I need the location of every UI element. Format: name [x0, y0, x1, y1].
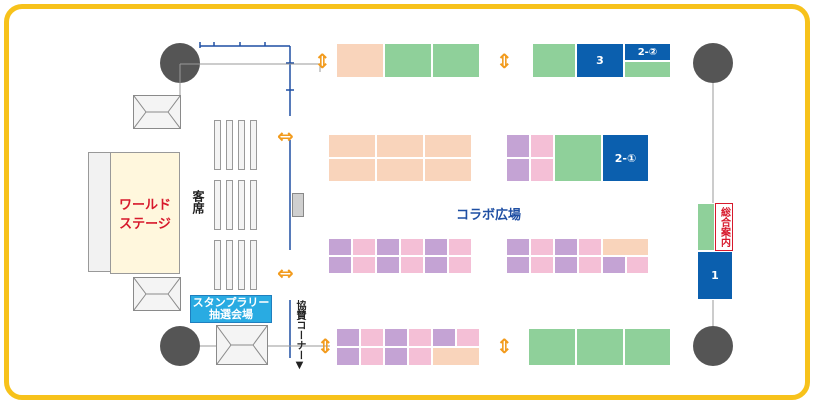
booth[interactable]	[624, 61, 671, 78]
booth[interactable]	[554, 238, 578, 256]
booth[interactable]	[456, 328, 480, 347]
info-booth[interactable]: 総合案内 1	[697, 203, 733, 300]
booth[interactable]	[528, 328, 576, 366]
sponsor-corner-label: 協賛コーナー▼	[294, 300, 305, 371]
booth[interactable]	[328, 238, 352, 256]
booth[interactable]	[506, 134, 530, 158]
equipment-box	[292, 193, 304, 217]
booth-2-1[interactable]: 2-①	[602, 134, 649, 182]
booth[interactable]	[576, 328, 624, 366]
booth[interactable]	[602, 238, 649, 256]
info-booth-top	[697, 203, 715, 251]
booth[interactable]	[376, 134, 424, 158]
double-arrow-horizontal-icon: ⇔	[277, 261, 294, 285]
booth[interactable]	[360, 328, 384, 347]
tent-left-top	[133, 95, 181, 129]
double-arrow-horizontal-icon: ⇔	[277, 124, 294, 148]
booth[interactable]	[448, 256, 472, 274]
seat-block	[250, 120, 257, 170]
stage-label-line1: ワールド	[118, 198, 171, 213]
double-arrow-vertical-icon: ⇕	[317, 334, 334, 358]
booth[interactable]	[336, 347, 360, 366]
booth[interactable]	[384, 347, 408, 366]
booth[interactable]	[554, 134, 602, 182]
booth-3-label: 3	[596, 54, 604, 67]
seat-block	[238, 180, 245, 230]
seat-block	[226, 120, 233, 170]
double-arrow-vertical-icon: ⇕	[314, 49, 331, 73]
booth[interactable]	[400, 238, 424, 256]
seats-label: 客席	[191, 190, 205, 214]
seat-block	[214, 120, 221, 170]
booth[interactable]	[530, 256, 554, 274]
seat-block	[238, 240, 245, 290]
booth[interactable]	[384, 43, 432, 78]
booth[interactable]	[578, 256, 602, 274]
booth[interactable]	[328, 134, 376, 158]
stage-label-line2: ステージ	[119, 217, 171, 232]
seat-block	[226, 240, 233, 290]
booth[interactable]	[352, 238, 376, 256]
booth[interactable]	[602, 256, 626, 274]
booth[interactable]	[424, 256, 448, 274]
booth[interactable]	[554, 256, 578, 274]
booth[interactable]	[626, 256, 649, 274]
stamp-rally-line1: スタンプラリー	[192, 296, 270, 309]
booth[interactable]	[400, 256, 424, 274]
info-number: 1	[711, 269, 719, 282]
booth-2-1-label: 2-①	[614, 151, 637, 165]
booth[interactable]	[376, 158, 424, 182]
booth[interactable]	[506, 238, 530, 256]
booth[interactable]	[336, 328, 360, 347]
booth[interactable]	[424, 238, 448, 256]
booth[interactable]	[432, 328, 456, 347]
info-label: 総合案内	[715, 203, 733, 251]
booth-2-2[interactable]: 2-②	[624, 43, 671, 61]
booth[interactable]	[432, 347, 480, 366]
booth[interactable]	[506, 256, 530, 274]
stamp-rally-line2: 抽選会場	[209, 308, 253, 321]
booth-2-2-label: 2-②	[637, 46, 658, 58]
booth[interactable]	[336, 43, 384, 78]
booth[interactable]	[624, 328, 671, 366]
double-arrow-vertical-icon: ⇕	[496, 334, 513, 358]
seat-block	[214, 240, 221, 290]
booth[interactable]	[328, 256, 352, 274]
booth[interactable]	[448, 238, 472, 256]
booth[interactable]	[424, 158, 472, 182]
booth[interactable]	[360, 347, 384, 366]
booth[interactable]	[352, 256, 376, 274]
pillar-top-right	[693, 43, 733, 83]
booth-3[interactable]: 3	[576, 43, 624, 78]
booth[interactable]	[408, 328, 432, 347]
seat-block	[250, 180, 257, 230]
booth[interactable]	[506, 158, 530, 182]
booth[interactable]	[376, 238, 400, 256]
booth[interactable]	[530, 238, 554, 256]
seat-block	[226, 180, 233, 230]
booth[interactable]	[530, 134, 554, 158]
booth[interactable]	[424, 134, 472, 158]
booth[interactable]	[376, 256, 400, 274]
stamp-rally-tent	[216, 325, 268, 365]
collab-plaza-label: コラボ広場	[456, 208, 522, 223]
pillar-bottom-left	[160, 326, 200, 366]
booth[interactable]	[530, 158, 554, 182]
pillar-bottom-right	[693, 326, 733, 366]
seat-block	[214, 180, 221, 230]
tent-left-bottom	[133, 277, 181, 311]
world-stage[interactable]: ワールド ステージ	[110, 152, 180, 274]
booth[interactable]	[328, 158, 376, 182]
seat-block	[250, 240, 257, 290]
stamp-rally-label[interactable]: スタンプラリー 抽選会場	[190, 295, 272, 323]
info-booth-1: 1	[697, 251, 733, 300]
booth[interactable]	[532, 43, 576, 78]
double-arrow-vertical-icon: ⇕	[496, 49, 513, 73]
booth[interactable]	[408, 347, 432, 366]
booth[interactable]	[432, 43, 480, 78]
booth[interactable]	[384, 328, 408, 347]
booth[interactable]	[578, 238, 602, 256]
seat-block	[238, 120, 245, 170]
